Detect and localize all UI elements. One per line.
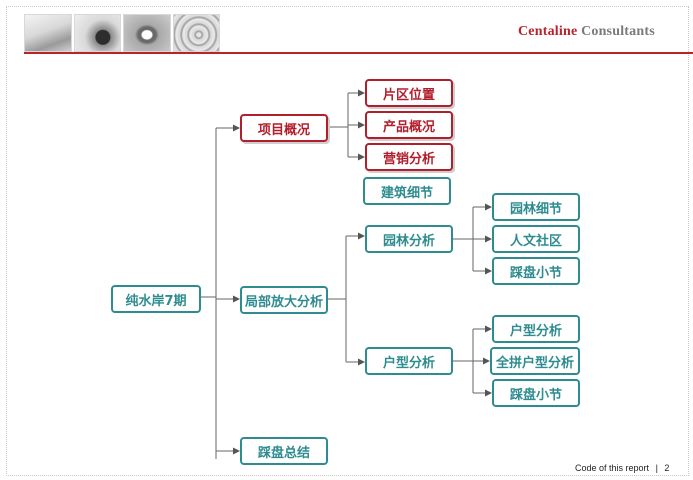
node-root: 纯水岸7期 bbox=[111, 285, 201, 313]
node-project-overview: 项目概况 bbox=[240, 114, 328, 142]
ripple-photo bbox=[172, 14, 220, 52]
node-zoom-in-analysis: 局部放大分析 bbox=[240, 286, 328, 314]
stones-photo bbox=[123, 14, 171, 52]
node-location: 片区位置 bbox=[365, 79, 453, 107]
page-number: 2 bbox=[664, 463, 670, 473]
node-garden-analysis: 园林分析 bbox=[365, 225, 453, 253]
brand-primary: Centaline bbox=[518, 24, 578, 39]
page-frame bbox=[6, 6, 689, 476]
header-rule bbox=[24, 52, 693, 54]
node-building-details: 建筑细节 bbox=[363, 177, 451, 205]
node-site-visit-summary-b: 踩盘小节 bbox=[492, 379, 580, 407]
header-photo-strip bbox=[24, 14, 220, 52]
brand-secondary: Consultants bbox=[581, 24, 655, 39]
node-marketing-analysis: 营销分析 bbox=[365, 143, 453, 171]
landscape-photo bbox=[24, 14, 72, 52]
pebble-photo bbox=[73, 14, 121, 52]
node-site-visit-summary-a: 踩盘小节 bbox=[492, 257, 580, 285]
node-garden-details: 园林细节 bbox=[492, 193, 580, 221]
footer-separator: | bbox=[655, 463, 658, 473]
brand-logo: Centaline Consultants bbox=[518, 24, 655, 40]
node-unit-type-analysis: 户型分析 bbox=[492, 315, 580, 343]
node-full-unit-analysis: 全拼户型分析 bbox=[490, 347, 580, 375]
node-unit-analysis: 户型分析 bbox=[365, 347, 453, 375]
node-humanistic-community: 人文社区 bbox=[492, 225, 580, 253]
footer-code-text: Code of this report bbox=[575, 463, 650, 473]
node-site-visit-conclusion: 踩盘总结 bbox=[240, 437, 328, 465]
footer: Code of this report | 2 bbox=[575, 463, 669, 473]
node-product-overview: 产品概况 bbox=[365, 111, 453, 139]
